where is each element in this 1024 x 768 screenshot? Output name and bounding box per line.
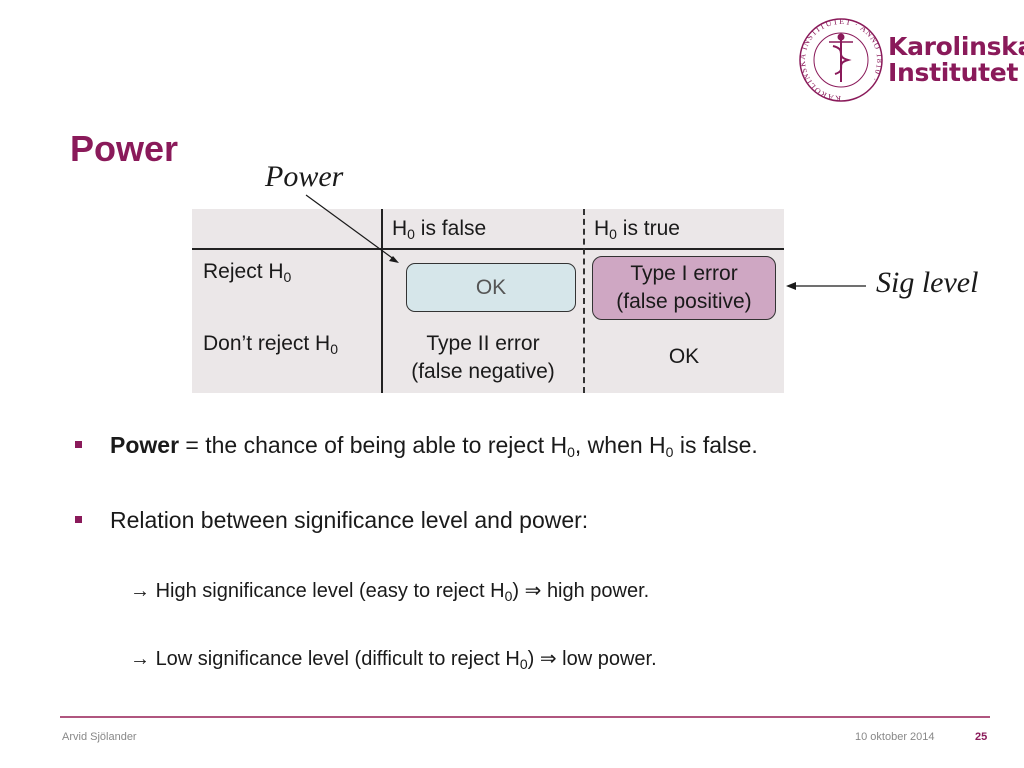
footer-author: Arvid Sjölander	[62, 731, 137, 743]
bullet-marker	[75, 516, 82, 523]
logo-line-2: Institutet	[888, 58, 1019, 87]
cell-ok-true-negative: OK	[668, 345, 700, 368]
sig-level-annotation: Sig level	[876, 266, 979, 299]
power-annotation: Power	[265, 160, 344, 193]
cell-ok-power: OK	[406, 263, 576, 312]
bullet-power-definition: Power = the chance of being able to reje…	[110, 432, 758, 460]
table-label-divider	[381, 209, 383, 393]
karolinska-logo: KAROLINSKA INSTITUTET · ANNO 1810 ·	[798, 17, 883, 102]
slide-title: Power	[70, 128, 179, 169]
sig-level-arrow-icon	[786, 282, 866, 290]
row-label-dont-reject: Don’t reject H0	[203, 332, 339, 357]
row-label-reject: Reject H0	[203, 260, 292, 285]
logo-wordmark: Karolinska Institutet	[888, 34, 1024, 86]
logo-line-1: Karolinska	[888, 32, 1024, 61]
sub-bullet-low-significance: → Low significance level (difficult to r…	[130, 648, 657, 672]
footer-date: 10 oktober 2014	[855, 731, 935, 743]
bullet-marker	[75, 441, 82, 448]
staff-of-asclepius-icon	[829, 33, 853, 82]
right-arrow-icon: →	[130, 648, 150, 670]
sub-bullet-high-significance: → High significance level (easy to rejec…	[130, 580, 650, 604]
header-h0-false: H0 is false	[392, 217, 487, 242]
table-header-divider	[192, 248, 784, 250]
footer-page-number: 25	[975, 731, 988, 743]
decision-table: H0 is false H0 is true Reject H0 Don’t r…	[192, 209, 784, 393]
cell-type-2-error: Type II error (false negative)	[411, 332, 555, 383]
bullet-relation: Relation between significance level and …	[110, 507, 589, 533]
header-h0-true: H0 is true	[594, 217, 680, 242]
cell-type-1-error: Type I error (false positive)	[592, 256, 776, 320]
table-column-divider	[583, 209, 585, 393]
right-arrow-icon: →	[130, 580, 150, 602]
footer-divider	[60, 716, 990, 718]
